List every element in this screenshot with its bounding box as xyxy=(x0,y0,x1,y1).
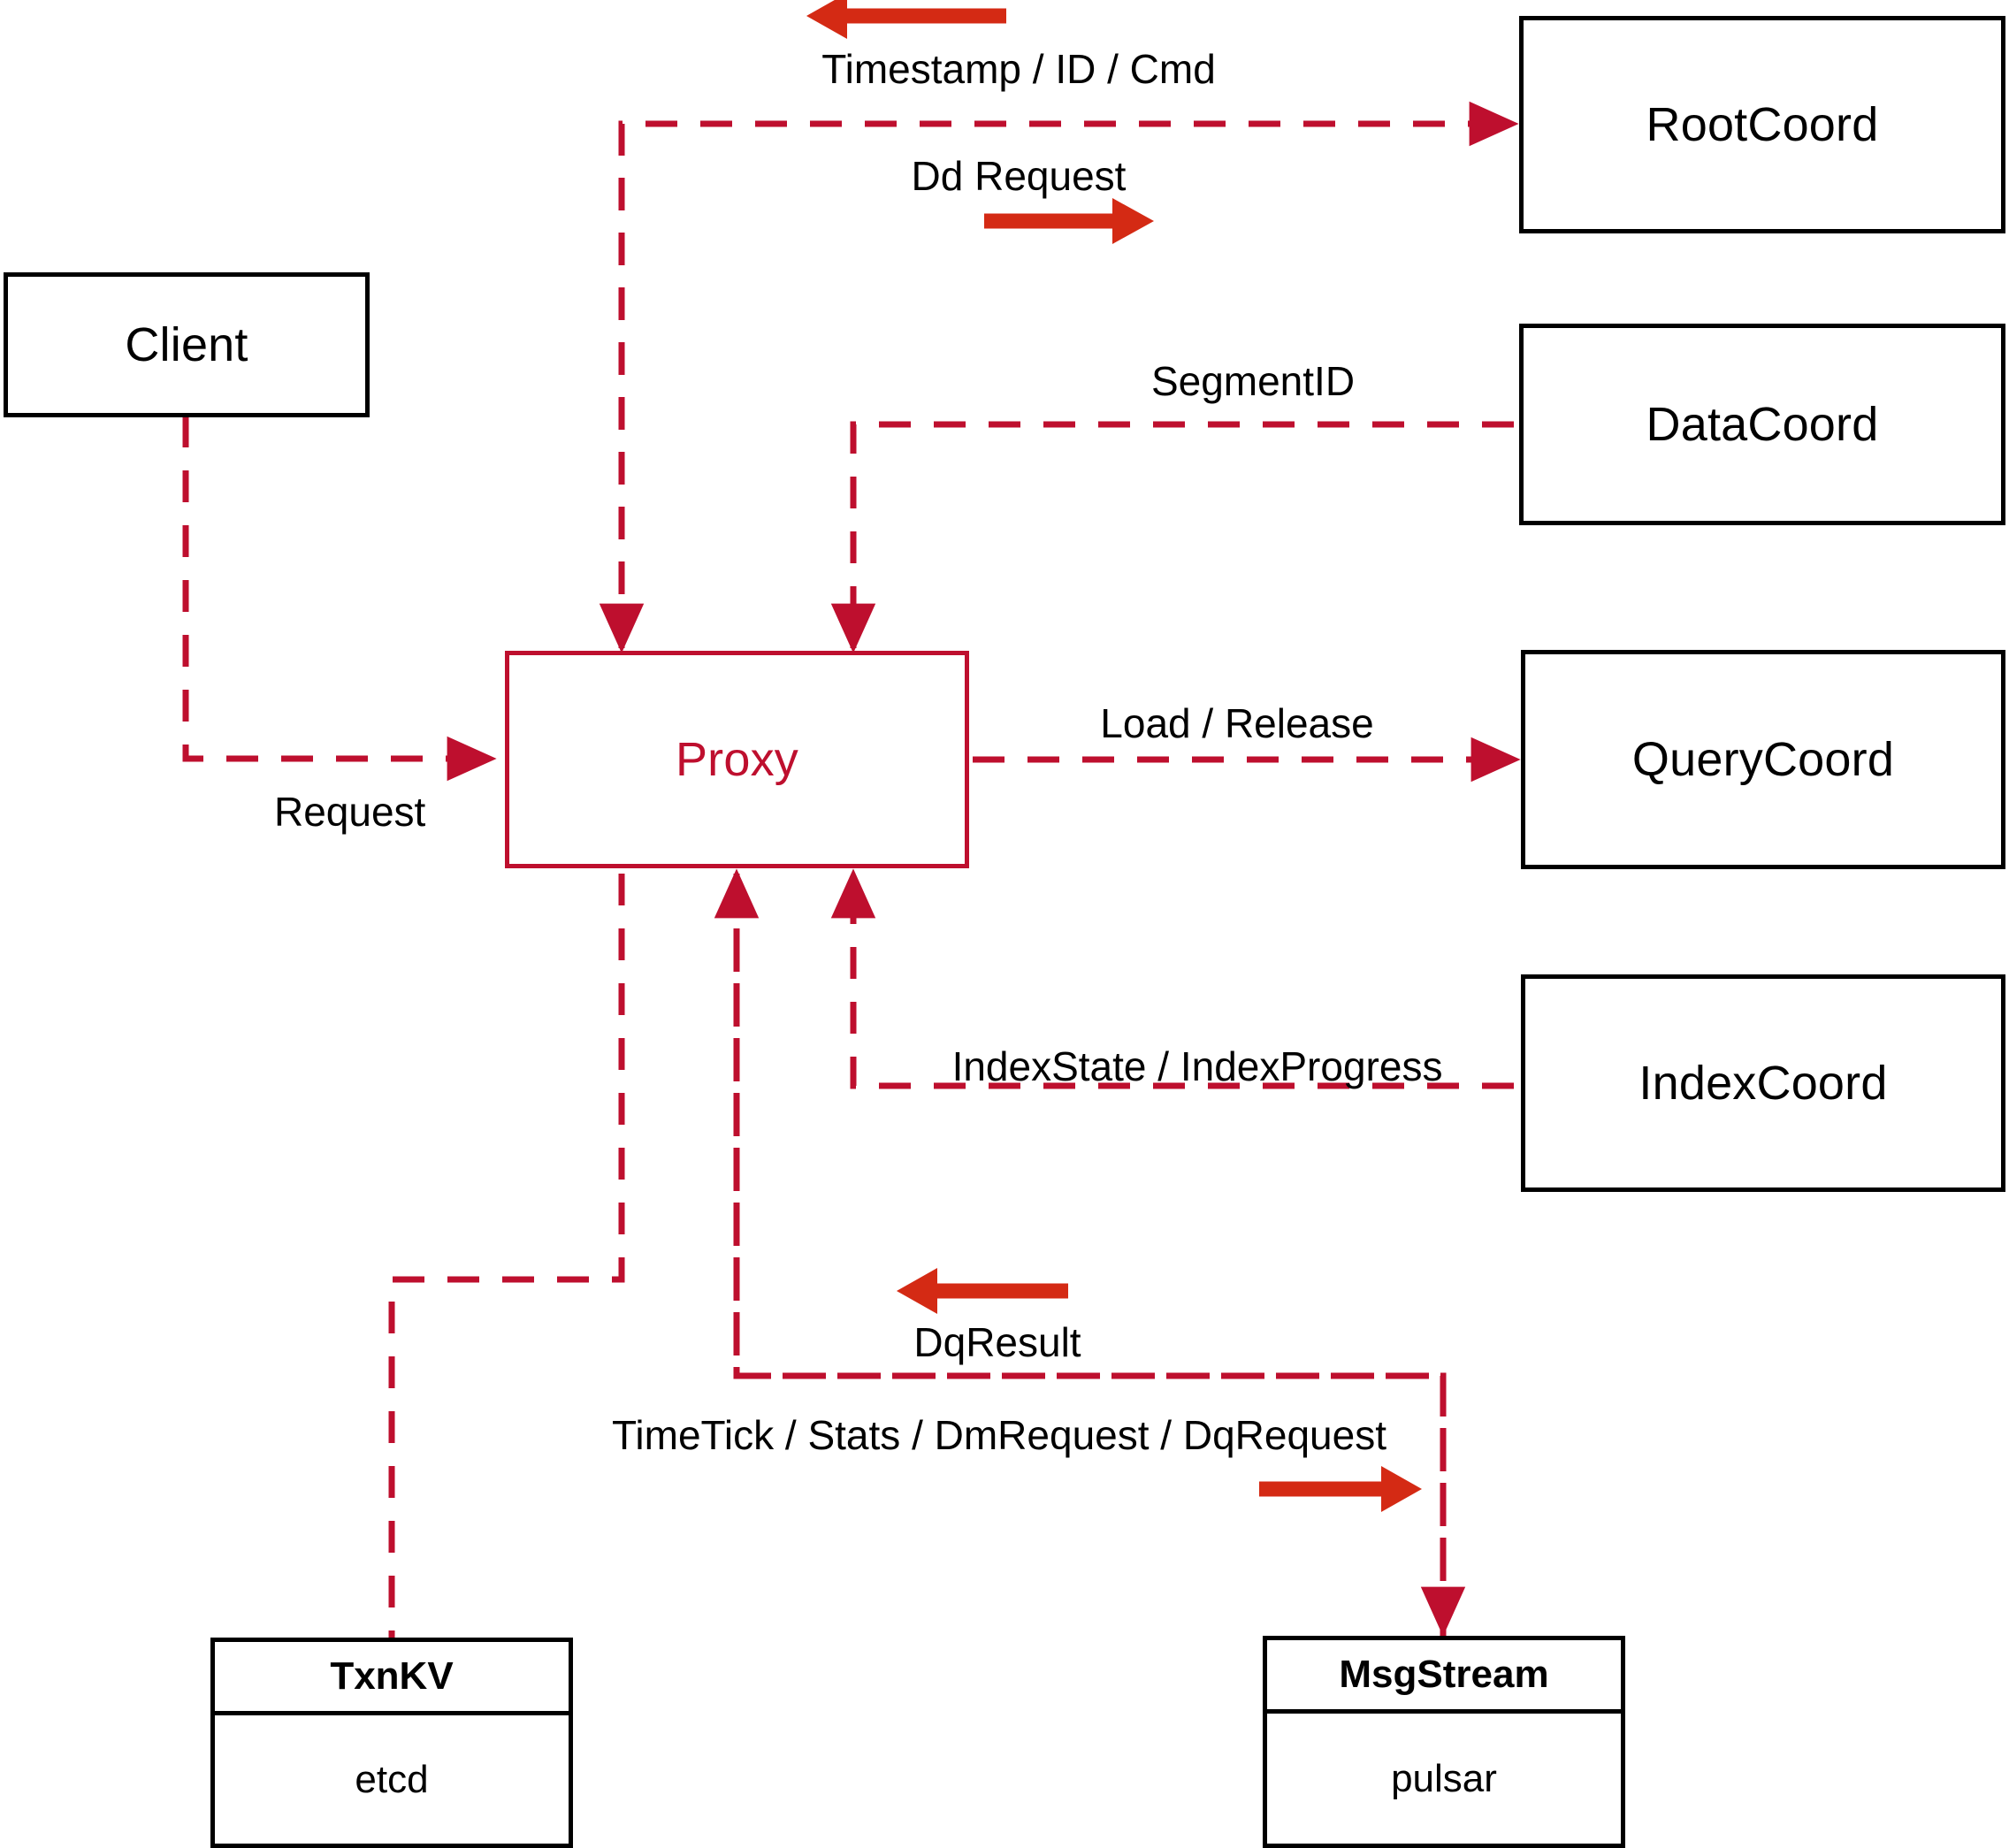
node-client-label: Client xyxy=(125,318,248,371)
node-txnkv-body: etcd xyxy=(215,1715,569,1844)
node-querycoord-label: QueryCoord xyxy=(1631,733,1895,786)
node-txnkv[interactable]: TxnKV etcd xyxy=(210,1638,573,1848)
node-rootcoord[interactable]: RootCoord xyxy=(1519,16,2005,233)
node-rootcoord-label: RootCoord xyxy=(1646,98,1879,151)
edge-label-dq-result: DqResult xyxy=(913,1319,1081,1365)
edge-index-state xyxy=(830,868,1514,1089)
edge-dd-request xyxy=(599,101,1519,653)
direction-arrow-right-timetick xyxy=(1259,1466,1422,1512)
node-datacoord-label: DataCoord xyxy=(1646,398,1879,451)
edge-request xyxy=(182,416,497,782)
node-proxy[interactable]: Proxy xyxy=(505,651,969,868)
node-indexcoord[interactable]: IndexCoord xyxy=(1521,974,2005,1192)
node-querycoord[interactable]: QueryCoord xyxy=(1521,650,2005,869)
node-proxy-label: Proxy xyxy=(675,733,799,786)
edge-label-timetick-stats: TimeTick / Stats / DmRequest / DqRequest xyxy=(612,1412,1386,1458)
node-txnkv-label: TxnKV xyxy=(330,1654,454,1698)
edge-label-dd-request: Dd Request xyxy=(911,153,1127,199)
node-msgstream-header: MsgStream xyxy=(1267,1640,1621,1714)
edge-label-load-release: Load / Release xyxy=(1100,700,1374,746)
node-client[interactable]: Client xyxy=(4,272,370,417)
direction-arrow-right-dd-request xyxy=(984,198,1154,244)
node-txnkv-header: TxnKV xyxy=(215,1642,569,1715)
direction-arrow-left-dqresult xyxy=(897,1268,1068,1314)
edge-label-segmentid: SegmentID xyxy=(1150,358,1356,404)
node-txnkv-sublabel: etcd xyxy=(355,1757,429,1801)
node-msgstream-label: MsgStream xyxy=(1339,1653,1549,1696)
node-indexcoord-label: IndexCoord xyxy=(1639,1057,1888,1110)
edge-label-index-state: IndexState / IndexProgress xyxy=(951,1043,1443,1089)
edge-label-timestamp-id-cmd: Timestamp / ID / Cmd xyxy=(821,46,1216,92)
edge-segmentid xyxy=(830,421,1514,653)
edge-label-request: Request xyxy=(274,789,426,835)
node-msgstream-body: pulsar xyxy=(1267,1714,1621,1844)
node-msgstream[interactable]: MsgStream pulsar xyxy=(1263,1636,1625,1848)
edge-msgstream xyxy=(714,868,1466,1637)
node-msgstream-sublabel: pulsar xyxy=(1391,1756,1497,1800)
direction-arrow-left-timestamp xyxy=(806,0,1006,39)
edge-txnkv xyxy=(388,874,625,1638)
node-datacoord[interactable]: DataCoord xyxy=(1519,324,2005,525)
